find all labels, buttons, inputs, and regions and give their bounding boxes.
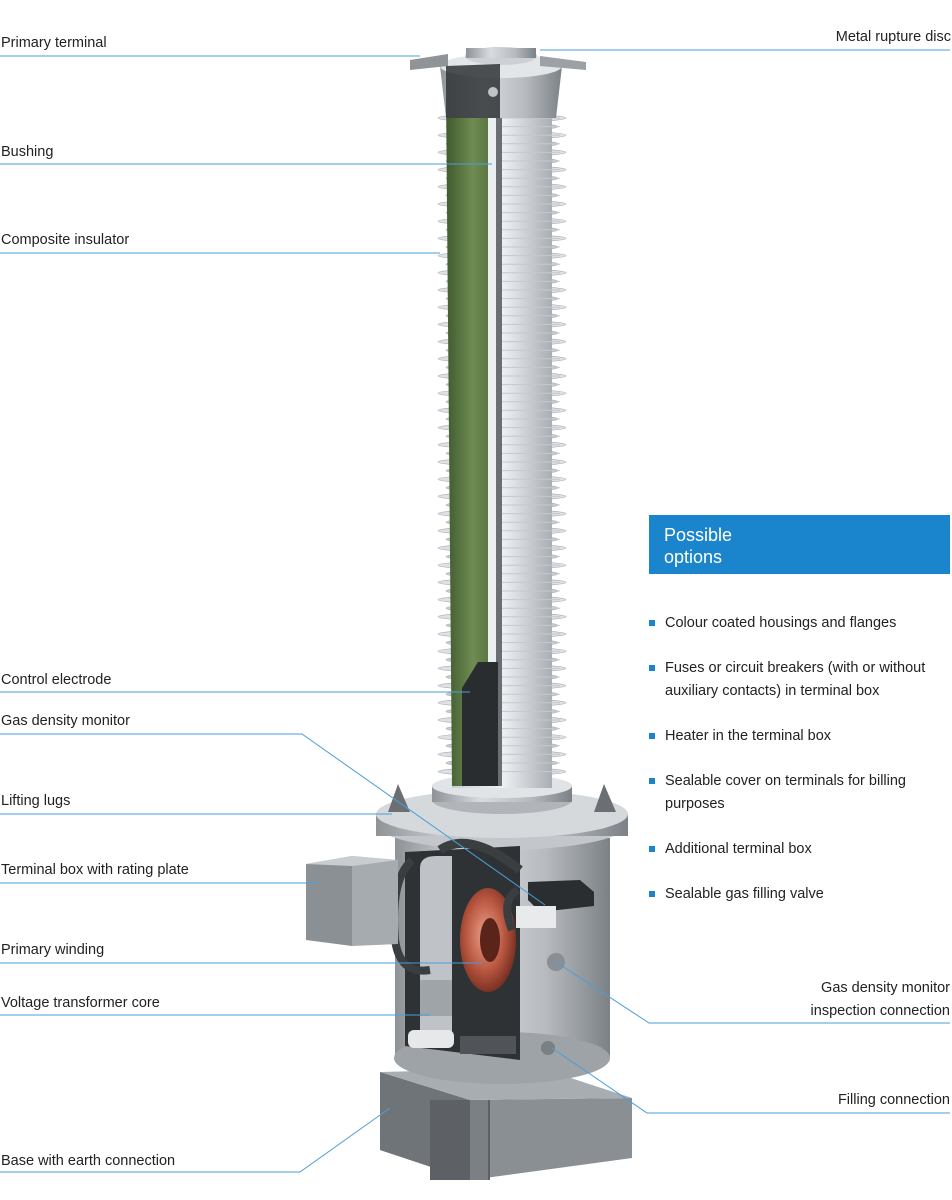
label-gas-density-monitor-inspection-line2: inspection connection — [810, 1003, 950, 1019]
label-composite-insulator: Composite insulator — [1, 232, 130, 248]
top-cap — [410, 47, 586, 118]
option-item: Heater in the terminal box — [649, 725, 949, 748]
label-gas-density-monitor: Gas density monitor — [1, 713, 130, 729]
insulator-column — [437, 80, 567, 788]
leader-lines — [0, 49, 950, 1173]
gas-density-monitor — [503, 880, 594, 1055]
options-header: Possible options — [649, 515, 950, 574]
option-item: Colour coated housings and flanges — [649, 612, 949, 635]
option-item: Sealable gas filling valve — [649, 883, 949, 906]
option-item: Fuses or circuit breakers (with or witho… — [649, 657, 949, 703]
options-header-line2: options — [664, 547, 723, 567]
options-header-line1: Possible — [664, 525, 733, 545]
label-lifting-lugs: Lifting lugs — [1, 793, 71, 809]
tank-cutaway — [390, 838, 523, 1060]
terminal-box — [306, 856, 398, 946]
label-filling-connection: Filling connection — [837, 1092, 950, 1108]
base-frame — [380, 1068, 632, 1180]
label-metal-rupture-disc: Metal rupture disc — [835, 29, 951, 45]
label-base-earth-connection: Base with earth connection — [1, 1153, 176, 1169]
label-bushing: Bushing — [1, 144, 54, 160]
label-control-electrode: Control electrode — [1, 672, 112, 688]
label-gas-density-monitor-inspection-line1: Gas density monitor — [821, 980, 950, 996]
label-primary-terminal: Primary terminal — [1, 35, 107, 51]
option-item: Additional terminal box — [649, 838, 949, 861]
options-list: Colour coated housings and flanges Fuses… — [649, 612, 949, 928]
label-primary-winding: Primary winding — [1, 942, 105, 958]
label-voltage-transformer-core: Voltage transformer core — [1, 995, 160, 1011]
option-item: Sealable cover on terminals for billing … — [649, 770, 949, 816]
label-terminal-box: Terminal box with rating plate — [1, 862, 189, 878]
